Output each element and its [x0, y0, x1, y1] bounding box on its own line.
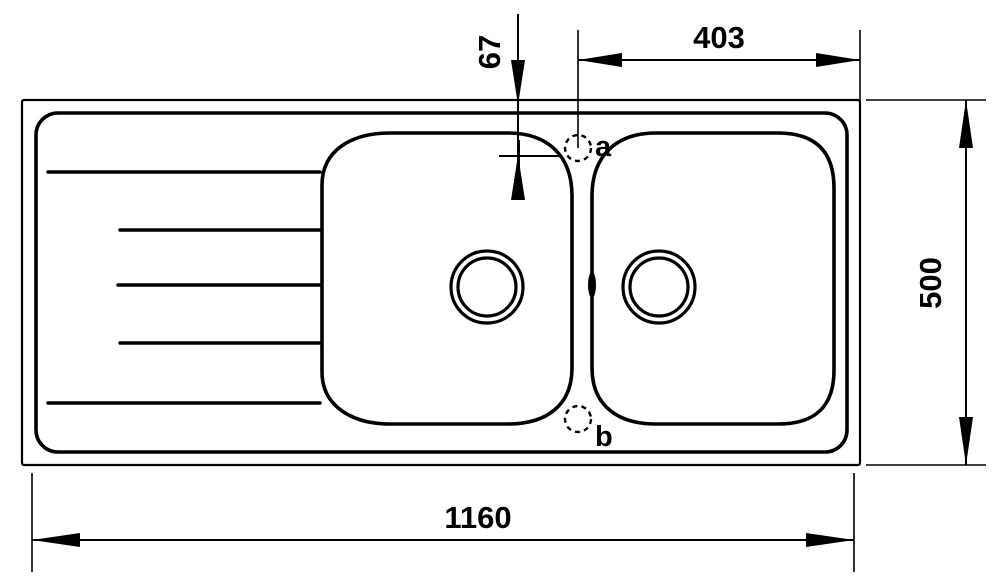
right-bowl-drain-inner-ring: [628, 256, 690, 318]
dimension-500-label: 500: [913, 257, 948, 309]
dimension-500-arrowhead-top: [959, 100, 973, 148]
tap-hole-b-group: b: [563, 404, 613, 453]
dimension-1160-label: 1160: [444, 500, 511, 535]
dimension-403-arrowhead-left: [578, 53, 622, 67]
tap-hole-b-icon: [563, 404, 593, 434]
tap-hole-a-group: a: [499, 131, 612, 175]
divider-overflow-slot: [588, 272, 596, 298]
dimension-1160-arrowhead-right: [806, 533, 854, 547]
dimension-1160-arrowhead-left: [32, 533, 80, 547]
dimension-403-label: 403: [693, 20, 745, 55]
dimension-67-arrowhead-top: [511, 60, 525, 105]
left-bowl-drain-outer-ring: [449, 249, 525, 325]
left-bowl-drain-inner-ring: [456, 256, 518, 318]
dimension-67: 67: [472, 14, 525, 200]
right-bowl: [590, 131, 836, 426]
left-bowl-outline: [320, 131, 574, 426]
tap-hole-a-icon: [563, 133, 593, 163]
sink-outer-rim: [20, 98, 862, 467]
left-bowl: [320, 131, 574, 426]
dimension-403-arrowhead-right: [816, 53, 860, 67]
sink-body: [20, 98, 862, 467]
tap-hole-b-label: b: [595, 421, 613, 453]
dimension-500: 500: [866, 99, 986, 466]
drainer-grooves: [46, 170, 322, 405]
dimension-1160: 1160: [31, 473, 855, 572]
right-bowl-drain-outer-ring: [621, 249, 697, 325]
dimension-500-arrowhead-bottom: [959, 417, 973, 465]
tap-hole-a-label: a: [595, 131, 612, 163]
dimension-67-arrowhead-bottom: [511, 155, 525, 200]
dimension-403: 403: [577, 20, 861, 148]
right-bowl-outline: [590, 131, 836, 426]
sink-inner-rim: [34, 111, 849, 454]
dimension-67-label: 67: [472, 35, 507, 69]
